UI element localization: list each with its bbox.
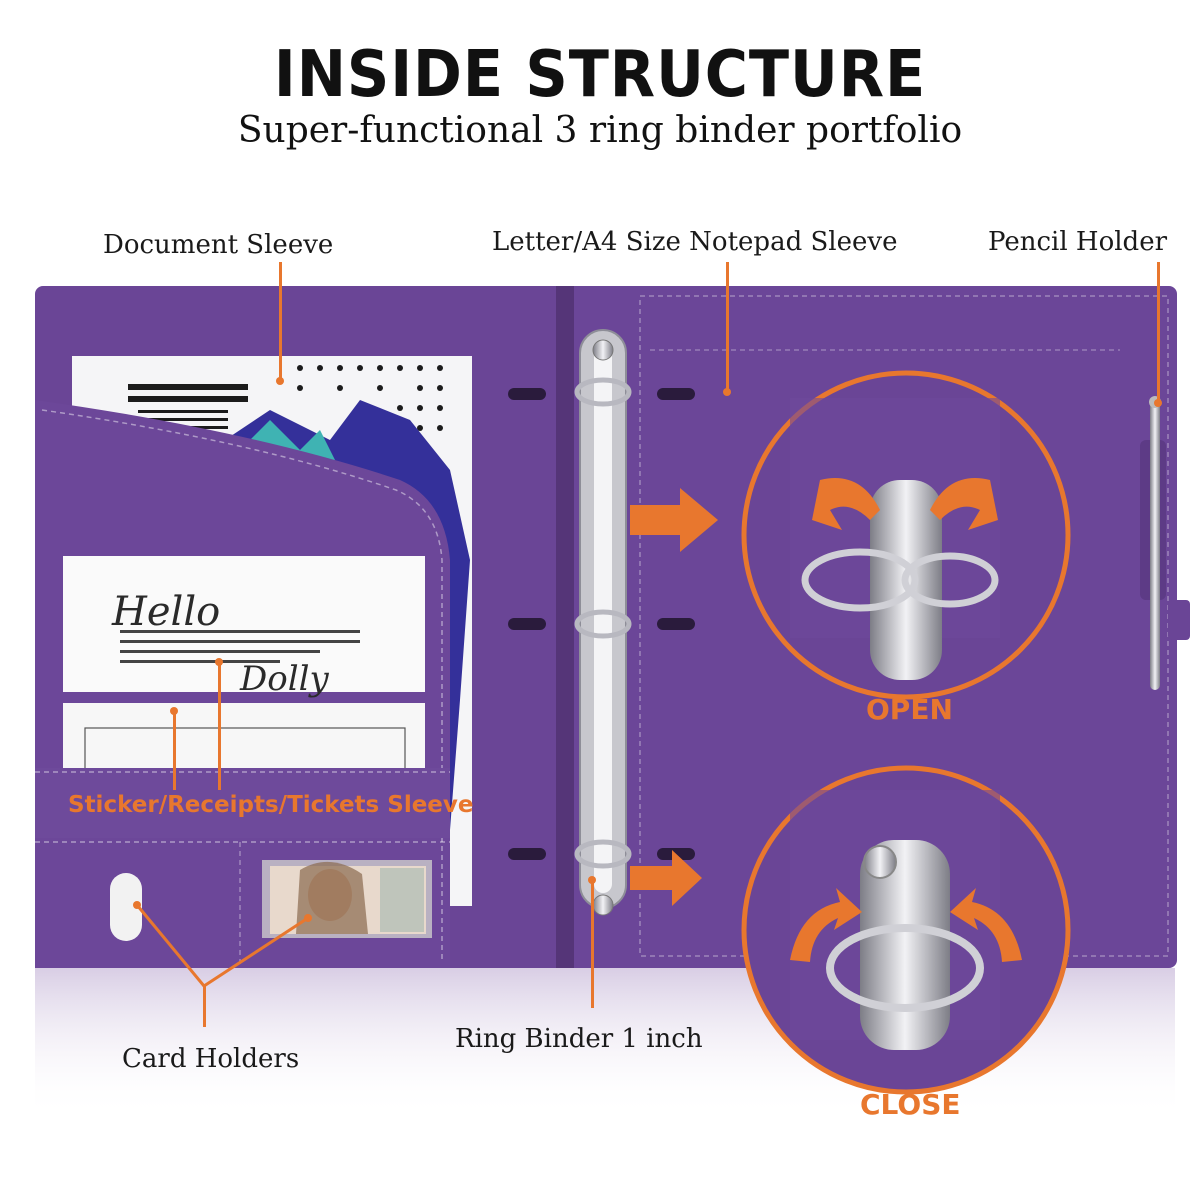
pocket-stitch	[41, 409, 443, 960]
ring-mechanism	[574, 329, 632, 916]
svg-text:Dolly: Dolly	[239, 659, 329, 699]
receipt-card	[63, 703, 425, 773]
label-card-holders: Card Holders	[122, 1044, 300, 1074]
arrow-to-close	[630, 850, 702, 906]
svg-text:Hello: Hello	[111, 589, 220, 635]
label-pencil-holder: Pencil Holder	[988, 227, 1168, 257]
spine	[556, 286, 574, 968]
arrow-to-open	[630, 488, 718, 552]
label-notepad-sleeve: Letter/A4 Size Notepad Sleeve	[492, 227, 898, 257]
open-detail-circle	[741, 370, 1071, 700]
close-detail-circle	[741, 765, 1071, 1095]
sticker-sleeve-band	[35, 768, 450, 838]
label-open: OPEN	[866, 693, 953, 726]
label-close: CLOSE	[860, 1088, 961, 1121]
pencil-holder	[1140, 396, 1190, 690]
label-ring-binder: Ring Binder 1 inch	[455, 1024, 703, 1054]
label-document-sleeve: Document Sleeve	[103, 230, 334, 260]
card-holder-round	[110, 873, 142, 941]
label-sticker-sleeve: Sticker/Receipts/Tickets Sleeve	[68, 792, 474, 818]
card-holder-photo	[262, 860, 432, 938]
hello-card: Hello Dolly	[63, 556, 425, 699]
page-subtitle: Super-functional 3 ring binder portfolio	[237, 110, 963, 151]
page-title: INSIDE STRUCTURE	[273, 38, 927, 112]
